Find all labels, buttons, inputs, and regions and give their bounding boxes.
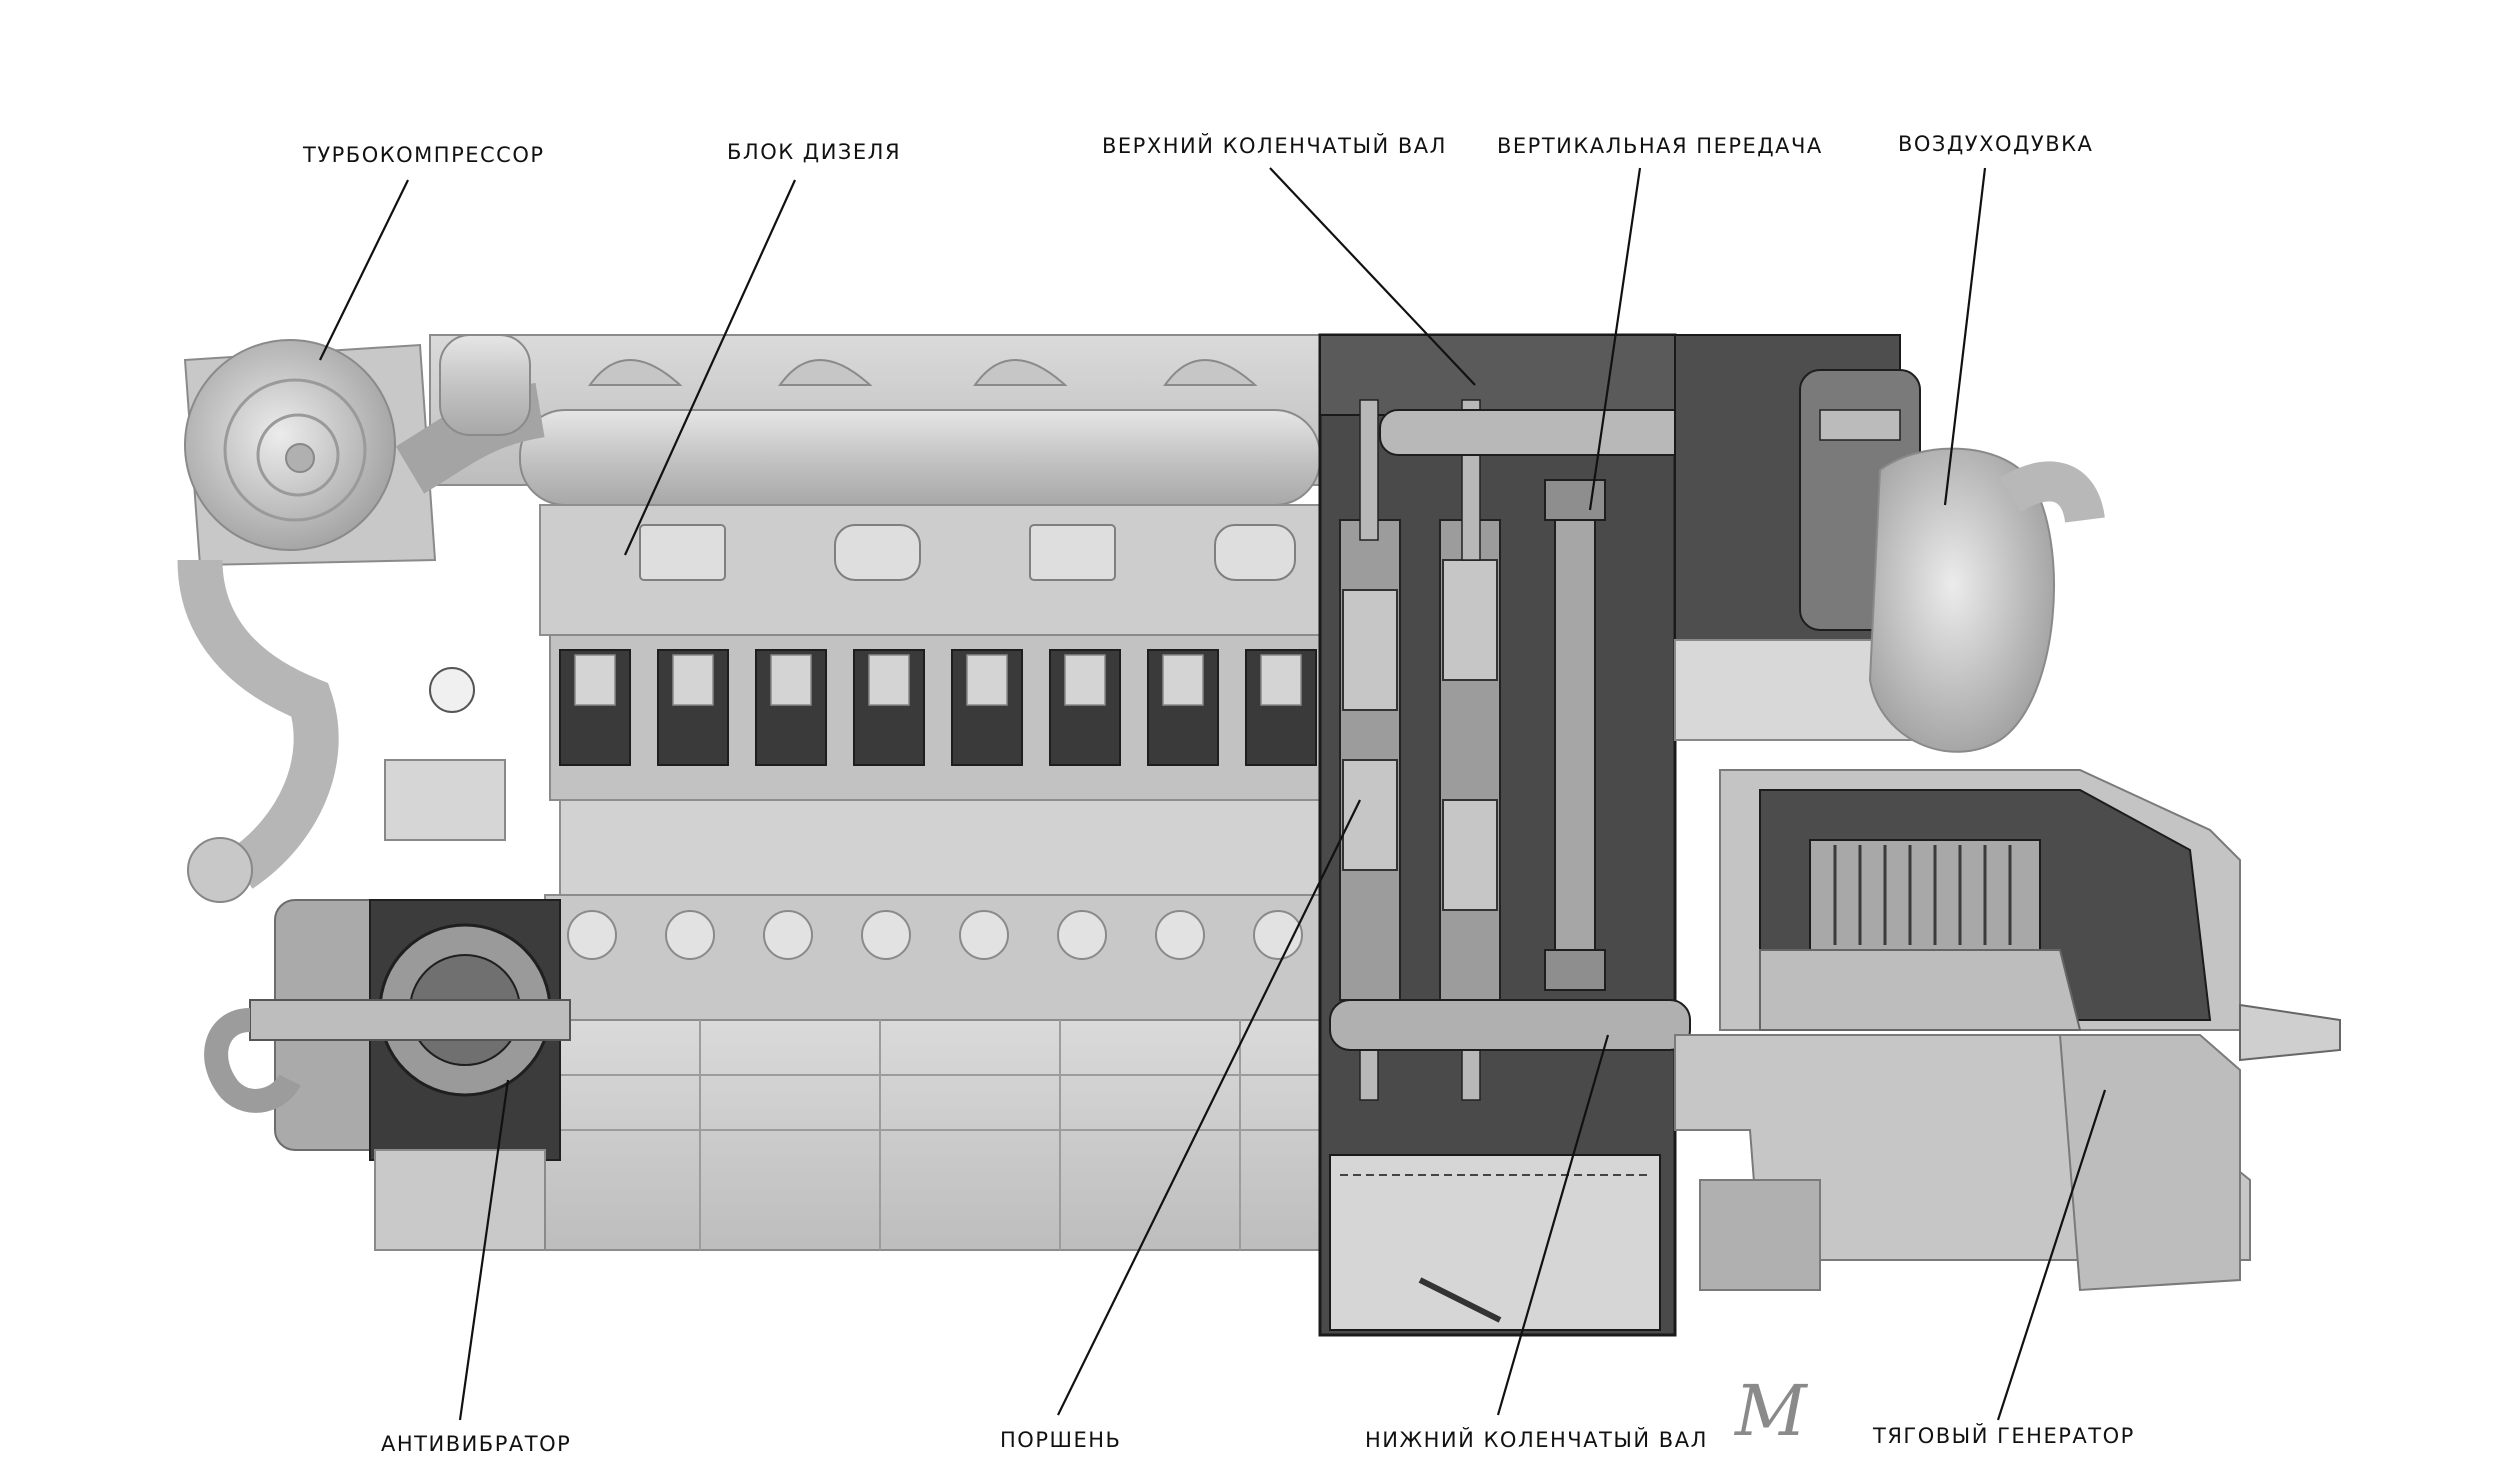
label-blower: ВОЗДУХОДУВКА bbox=[1898, 132, 2094, 156]
cylinder-covers bbox=[588, 359, 1258, 386]
blower-unit bbox=[1674, 334, 2105, 753]
fuel-pumps bbox=[574, 654, 1302, 706]
label-vertical-transmission: ВЕРТИКАЛЬНАЯ ПЕРЕДАЧА bbox=[1497, 134, 1823, 158]
traction-generator-unit bbox=[1674, 769, 2341, 1292]
label-lower-crankshaft: НИЖНИЙ КОЛЕНЧАТЫЙ ВАЛ bbox=[1365, 1428, 1708, 1452]
inspection-windows bbox=[639, 524, 1296, 581]
corner-mark: M bbox=[1735, 1370, 1807, 1452]
leader-lines bbox=[319, 167, 2107, 1421]
leader-lower-crankshaft bbox=[1496, 1034, 1610, 1416]
cylinder-openings bbox=[559, 649, 1317, 766]
leader-blower bbox=[1943, 167, 1987, 506]
label-upper-crankshaft: ВЕРХНИЙ КОЛЕНЧАТЫЙ ВАЛ bbox=[1102, 134, 1447, 158]
leader-traction-generator bbox=[1996, 1089, 2107, 1421]
turbocompressor-unit bbox=[177, 334, 545, 903]
leader-upper-crankshaft bbox=[1269, 167, 1476, 386]
label-antivibrator: АНТИВИБРАТОР bbox=[381, 1432, 572, 1456]
label-diesel-block: БЛОК ДИЗЕЛЯ bbox=[727, 140, 902, 164]
leader-piston bbox=[1057, 799, 1361, 1416]
label-piston: ПОРШЕНЬ bbox=[1000, 1428, 1122, 1452]
leader-diesel-block bbox=[623, 179, 797, 556]
antivibrator-unit bbox=[204, 899, 571, 1251]
leader-antivibrator bbox=[458, 1079, 510, 1421]
leader-turbocompressor bbox=[319, 179, 409, 361]
label-traction-generator: ТЯГОВЫЙ ГЕНЕРАТОР bbox=[1873, 1424, 2135, 1448]
crankcase-openings bbox=[567, 910, 1303, 960]
label-turbocompressor: ТУРБОКОМПРЕССОР bbox=[303, 143, 545, 167]
block-ribs bbox=[545, 1020, 1320, 1250]
diesel-block-body bbox=[429, 334, 1321, 1251]
cutaway-section bbox=[1318, 333, 1821, 1337]
leader-vertical-transmission bbox=[1588, 167, 1642, 511]
